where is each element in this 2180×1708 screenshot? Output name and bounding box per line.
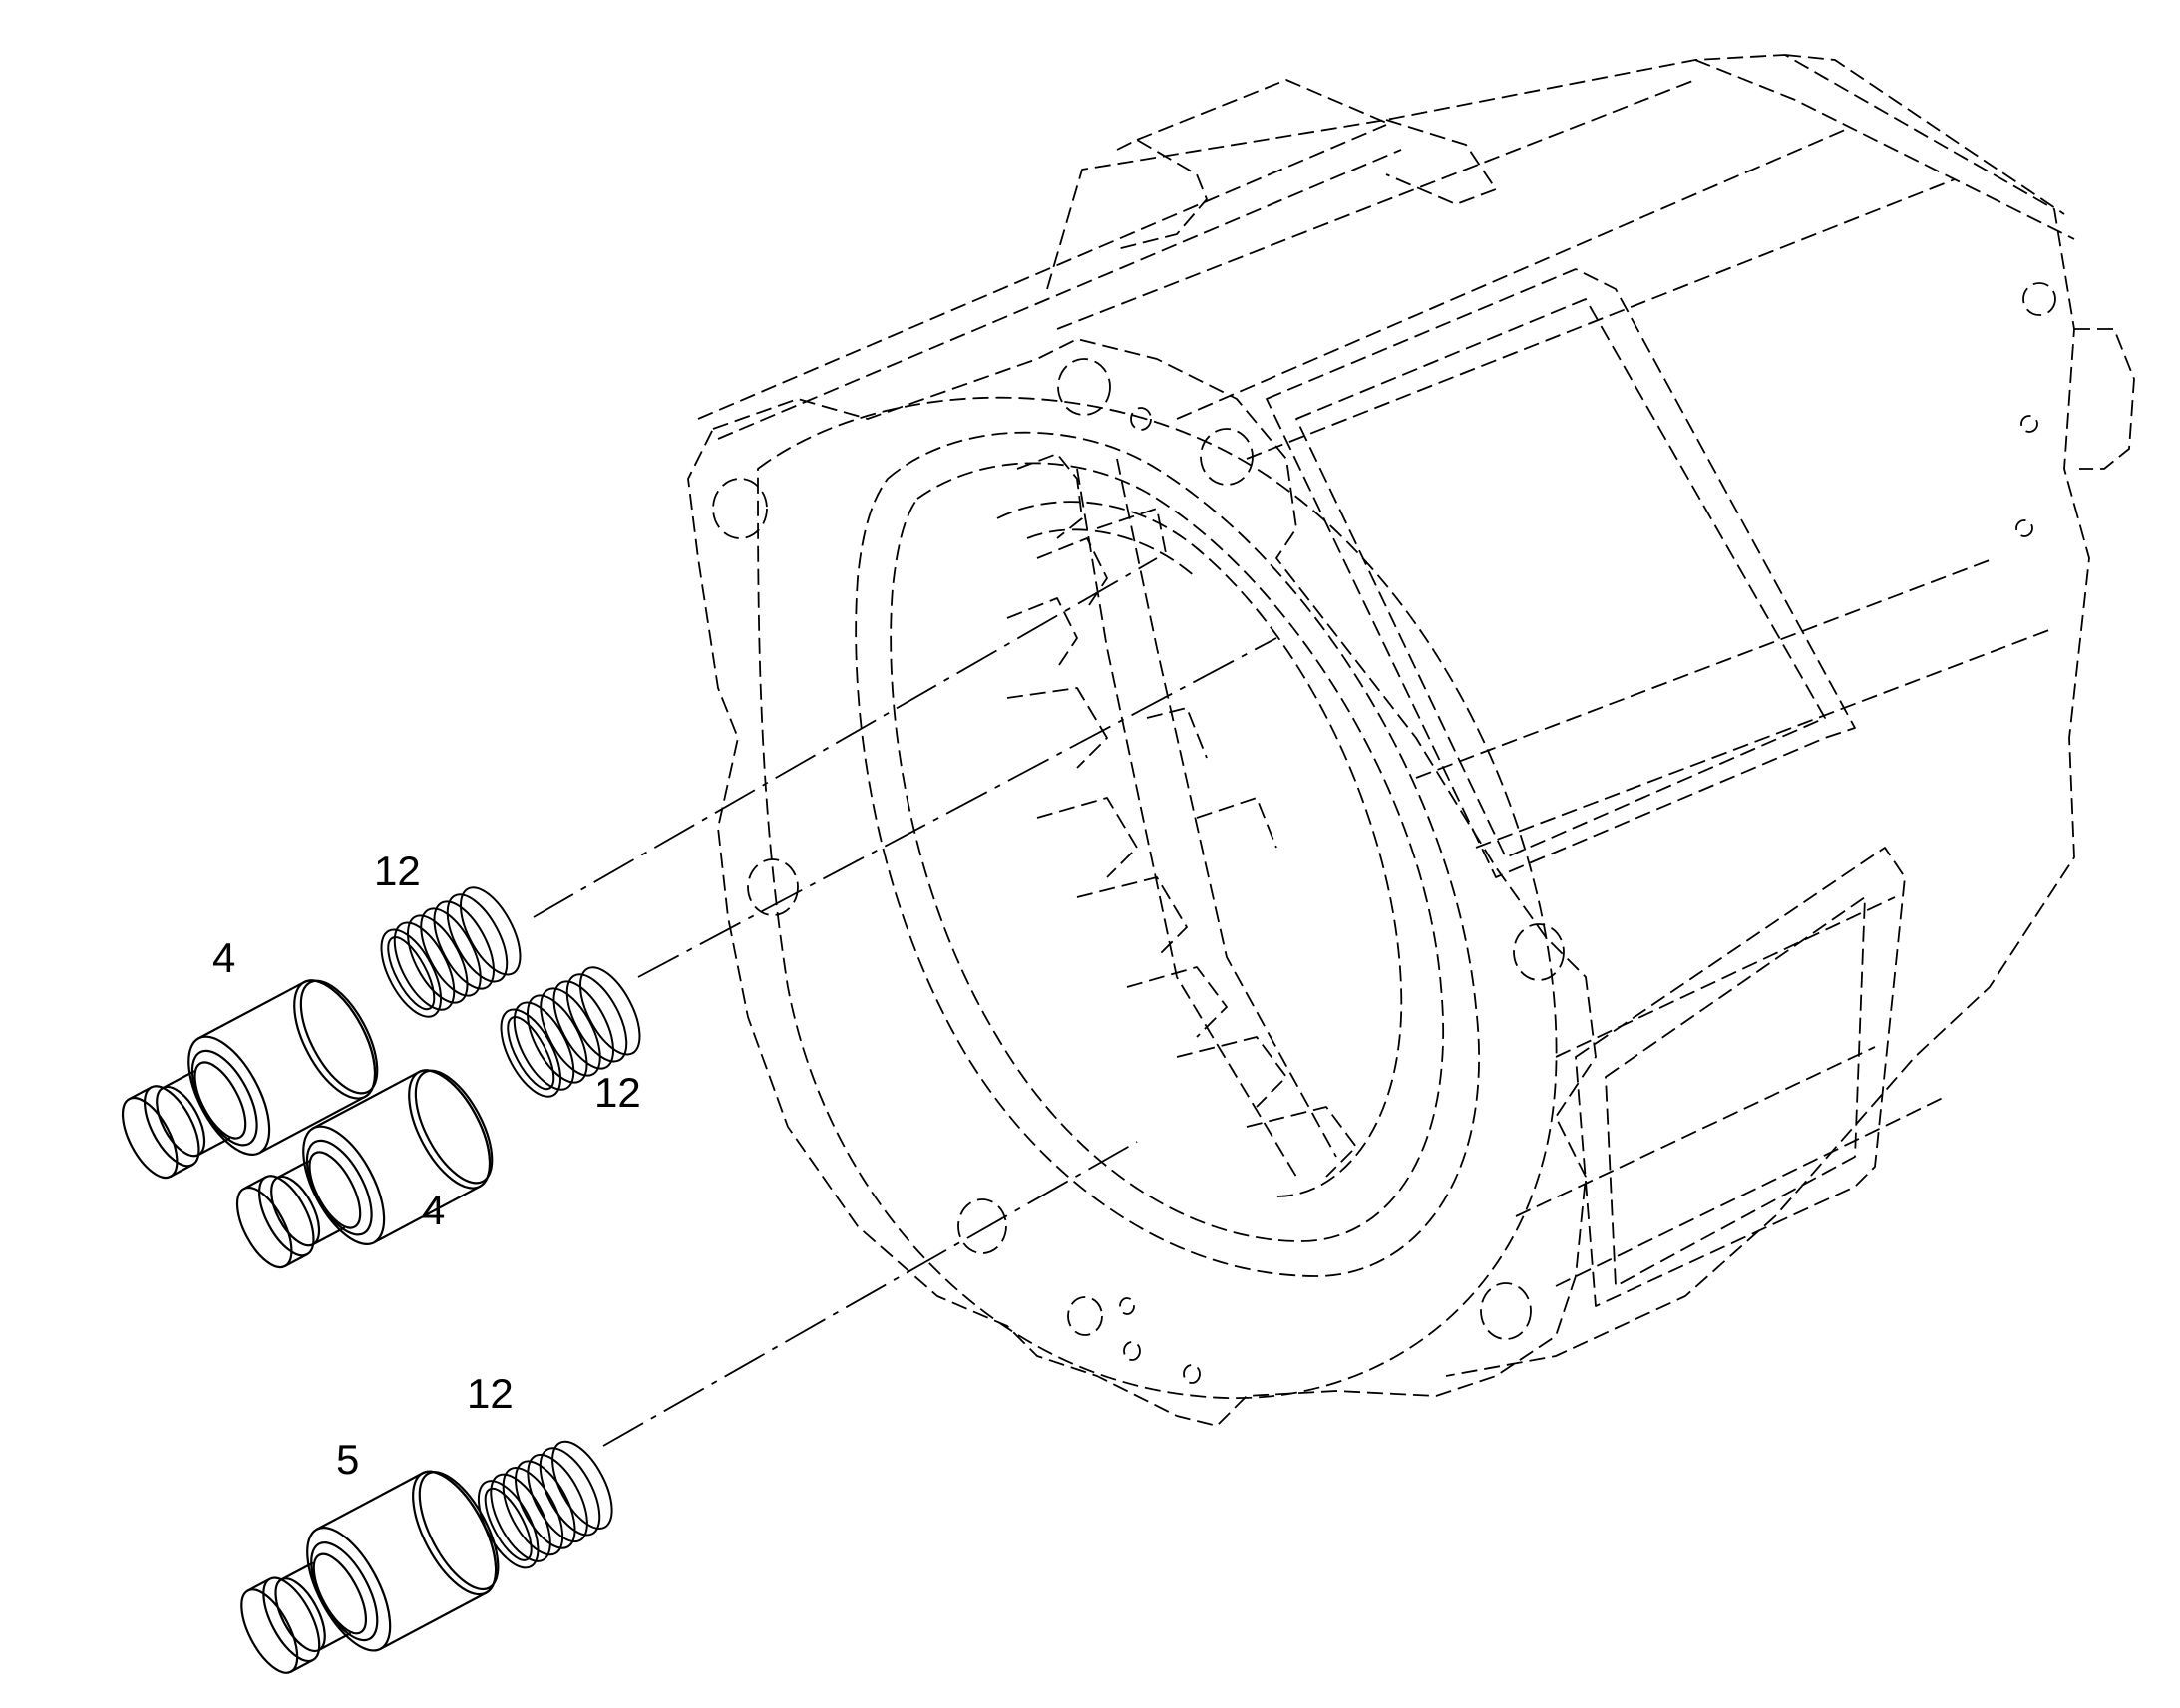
- housing-spline-teeth: [1006, 453, 1357, 1178]
- piston-upper-left: [121, 979, 379, 1180]
- clutch-housing: [687, 54, 2135, 1427]
- callout-piston-upper-left: 4: [212, 934, 235, 981]
- spring-upper-right: [500, 966, 641, 1098]
- housing-bore: [855, 431, 1480, 1277]
- callout-spring-upper-left: 12: [374, 848, 421, 894]
- callout-piston-lower: 5: [336, 1436, 359, 1483]
- callout-spring-upper-right: 12: [594, 1069, 641, 1116]
- housing-rear-outline: [1046, 54, 2090, 1377]
- callout-piston-upper-right: 4: [422, 1187, 445, 1233]
- piston-lower: [240, 1470, 500, 1674]
- housing-upper-window: [1266, 268, 1856, 878]
- callout-spring-lower: 12: [467, 1370, 514, 1417]
- spring-lower: [477, 1440, 613, 1569]
- piston-upper-right: [235, 1069, 494, 1269]
- housing-front-flange: [687, 338, 1597, 1427]
- assembly-center-lines: [533, 557, 1277, 1447]
- housing-lower-window: [1575, 847, 1906, 1307]
- spring-upper-left: [380, 886, 522, 1018]
